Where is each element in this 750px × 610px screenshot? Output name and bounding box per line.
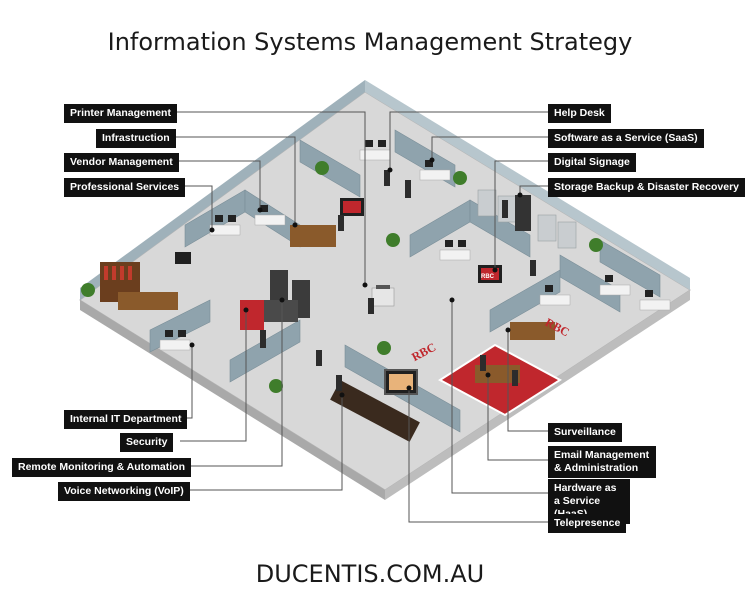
label-vendor-management: Vendor Management <box>64 153 179 172</box>
printer <box>371 287 395 307</box>
label-remote-monitoring: Remote Monitoring & Automation <box>12 458 192 477</box>
diagram-title: Information Systems Management Strategy <box>107 28 633 56</box>
label-internal-it-department: Internal IT Department <box>64 410 188 429</box>
label-surveillance: Surveillance <box>548 423 622 442</box>
people <box>260 170 536 391</box>
label-digital-signage: Digital Signage <box>548 153 636 172</box>
monitors <box>165 140 653 337</box>
label-saas: Software as a Service (SaaS) <box>548 129 704 148</box>
connector-dots <box>189 157 523 398</box>
security-cabinet <box>240 300 264 330</box>
storage-server <box>515 195 531 231</box>
label-professional-services: Professional Services <box>64 178 186 197</box>
label-printer-management: Printer Management <box>64 104 177 123</box>
plants <box>81 161 603 393</box>
reception-desk <box>475 365 520 383</box>
label-infrastruction: Infrastruction <box>96 129 176 148</box>
footer-website: DUCENTIS.COM.AU <box>255 560 485 588</box>
label-security: Security <box>120 433 174 452</box>
meeting-desk <box>290 225 336 247</box>
label-voice-networking: Voice Networking (VoIP) <box>58 482 190 501</box>
lounge-sofa <box>510 322 555 340</box>
floor-edge-left <box>80 300 385 500</box>
label-help-desk: Help Desk <box>548 104 611 123</box>
connector-lines <box>170 111 550 523</box>
back-wall-left <box>80 80 365 300</box>
label-email-management: Email Management & Administration <box>548 446 656 478</box>
conference-table <box>330 380 420 442</box>
label-telepresence: Telepresence <box>548 514 627 533</box>
label-storage-backup: Storage Backup & Disaster Recovery <box>548 178 745 197</box>
executive-desk <box>118 292 178 310</box>
rbc-sign-screen: RBC <box>481 274 495 280</box>
back-wall-right <box>365 80 690 290</box>
